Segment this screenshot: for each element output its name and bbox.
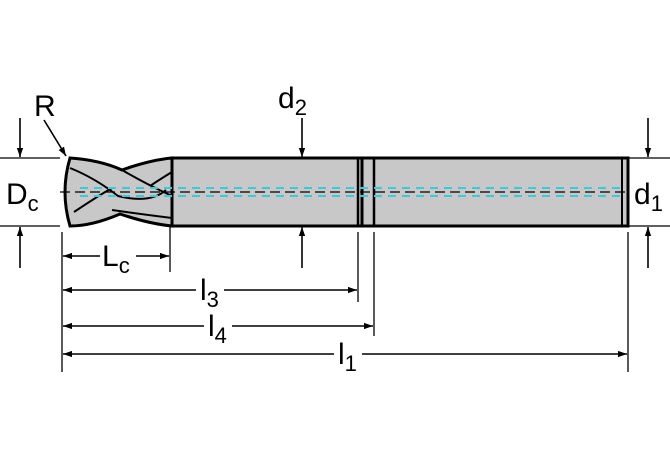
label-l1: l1: [338, 338, 357, 376]
label-radius: R: [34, 90, 56, 123]
label-lc: Lc: [102, 240, 130, 278]
label-l4: l4: [208, 310, 227, 348]
length-dimensions: [63, 252, 627, 358]
end-mill-body: [60, 156, 630, 228]
label-d2: d2: [278, 82, 307, 120]
label-l3: l3: [200, 274, 219, 312]
label-dc: Dc: [6, 178, 39, 216]
radius-leader: [43, 119, 67, 157]
flute-lines: [69, 167, 173, 219]
diameter-arrows: [16, 118, 652, 268]
shank: [360, 156, 630, 228]
cutting-head: [63, 156, 174, 228]
label-d1: d1: [634, 178, 663, 216]
